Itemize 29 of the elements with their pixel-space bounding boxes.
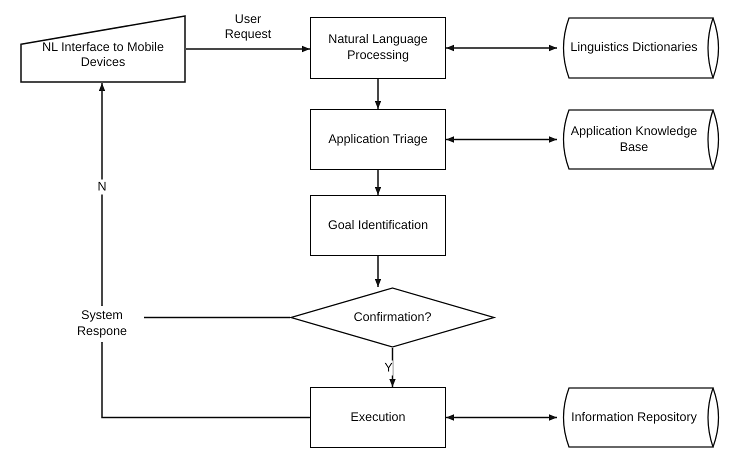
- node-label: Goal Identification: [328, 218, 428, 234]
- arrow: [446, 44, 557, 52]
- arrow: [446, 136, 557, 143]
- manual-input-shape: [20, 15, 186, 83]
- arrow: [374, 256, 382, 287]
- node-label: Information Repository: [571, 410, 697, 426]
- arrow: [374, 170, 382, 195]
- node-label: NL Interface to Mobile Devices: [41, 40, 165, 71]
- node-label: System Respone: [76, 308, 128, 340]
- node-label: Application Knowledge Base: [570, 124, 698, 156]
- connector-line: [144, 316, 290, 318]
- node-label: Application Triage: [328, 132, 428, 148]
- edge-label: N: [97, 179, 107, 194]
- node-label: Natural Language Processing: [327, 32, 429, 64]
- process-box: [310, 17, 446, 79]
- arrow: [98, 83, 106, 306]
- connector-line: [101, 342, 310, 418]
- process-box: [310, 387, 446, 448]
- node-label: Execution: [350, 410, 406, 426]
- process-box: [310, 109, 446, 170]
- arrow: [374, 79, 382, 109]
- arrow: [186, 46, 310, 52]
- edge-label: Y: [384, 360, 393, 375]
- arrow: [446, 414, 557, 421]
- node-label: Linguistics Dictionaries: [570, 40, 698, 56]
- node-label: Confirmation?: [354, 310, 432, 326]
- process-box: [310, 195, 446, 256]
- decision-diamond: [290, 287, 495, 348]
- arrow: [389, 348, 396, 387]
